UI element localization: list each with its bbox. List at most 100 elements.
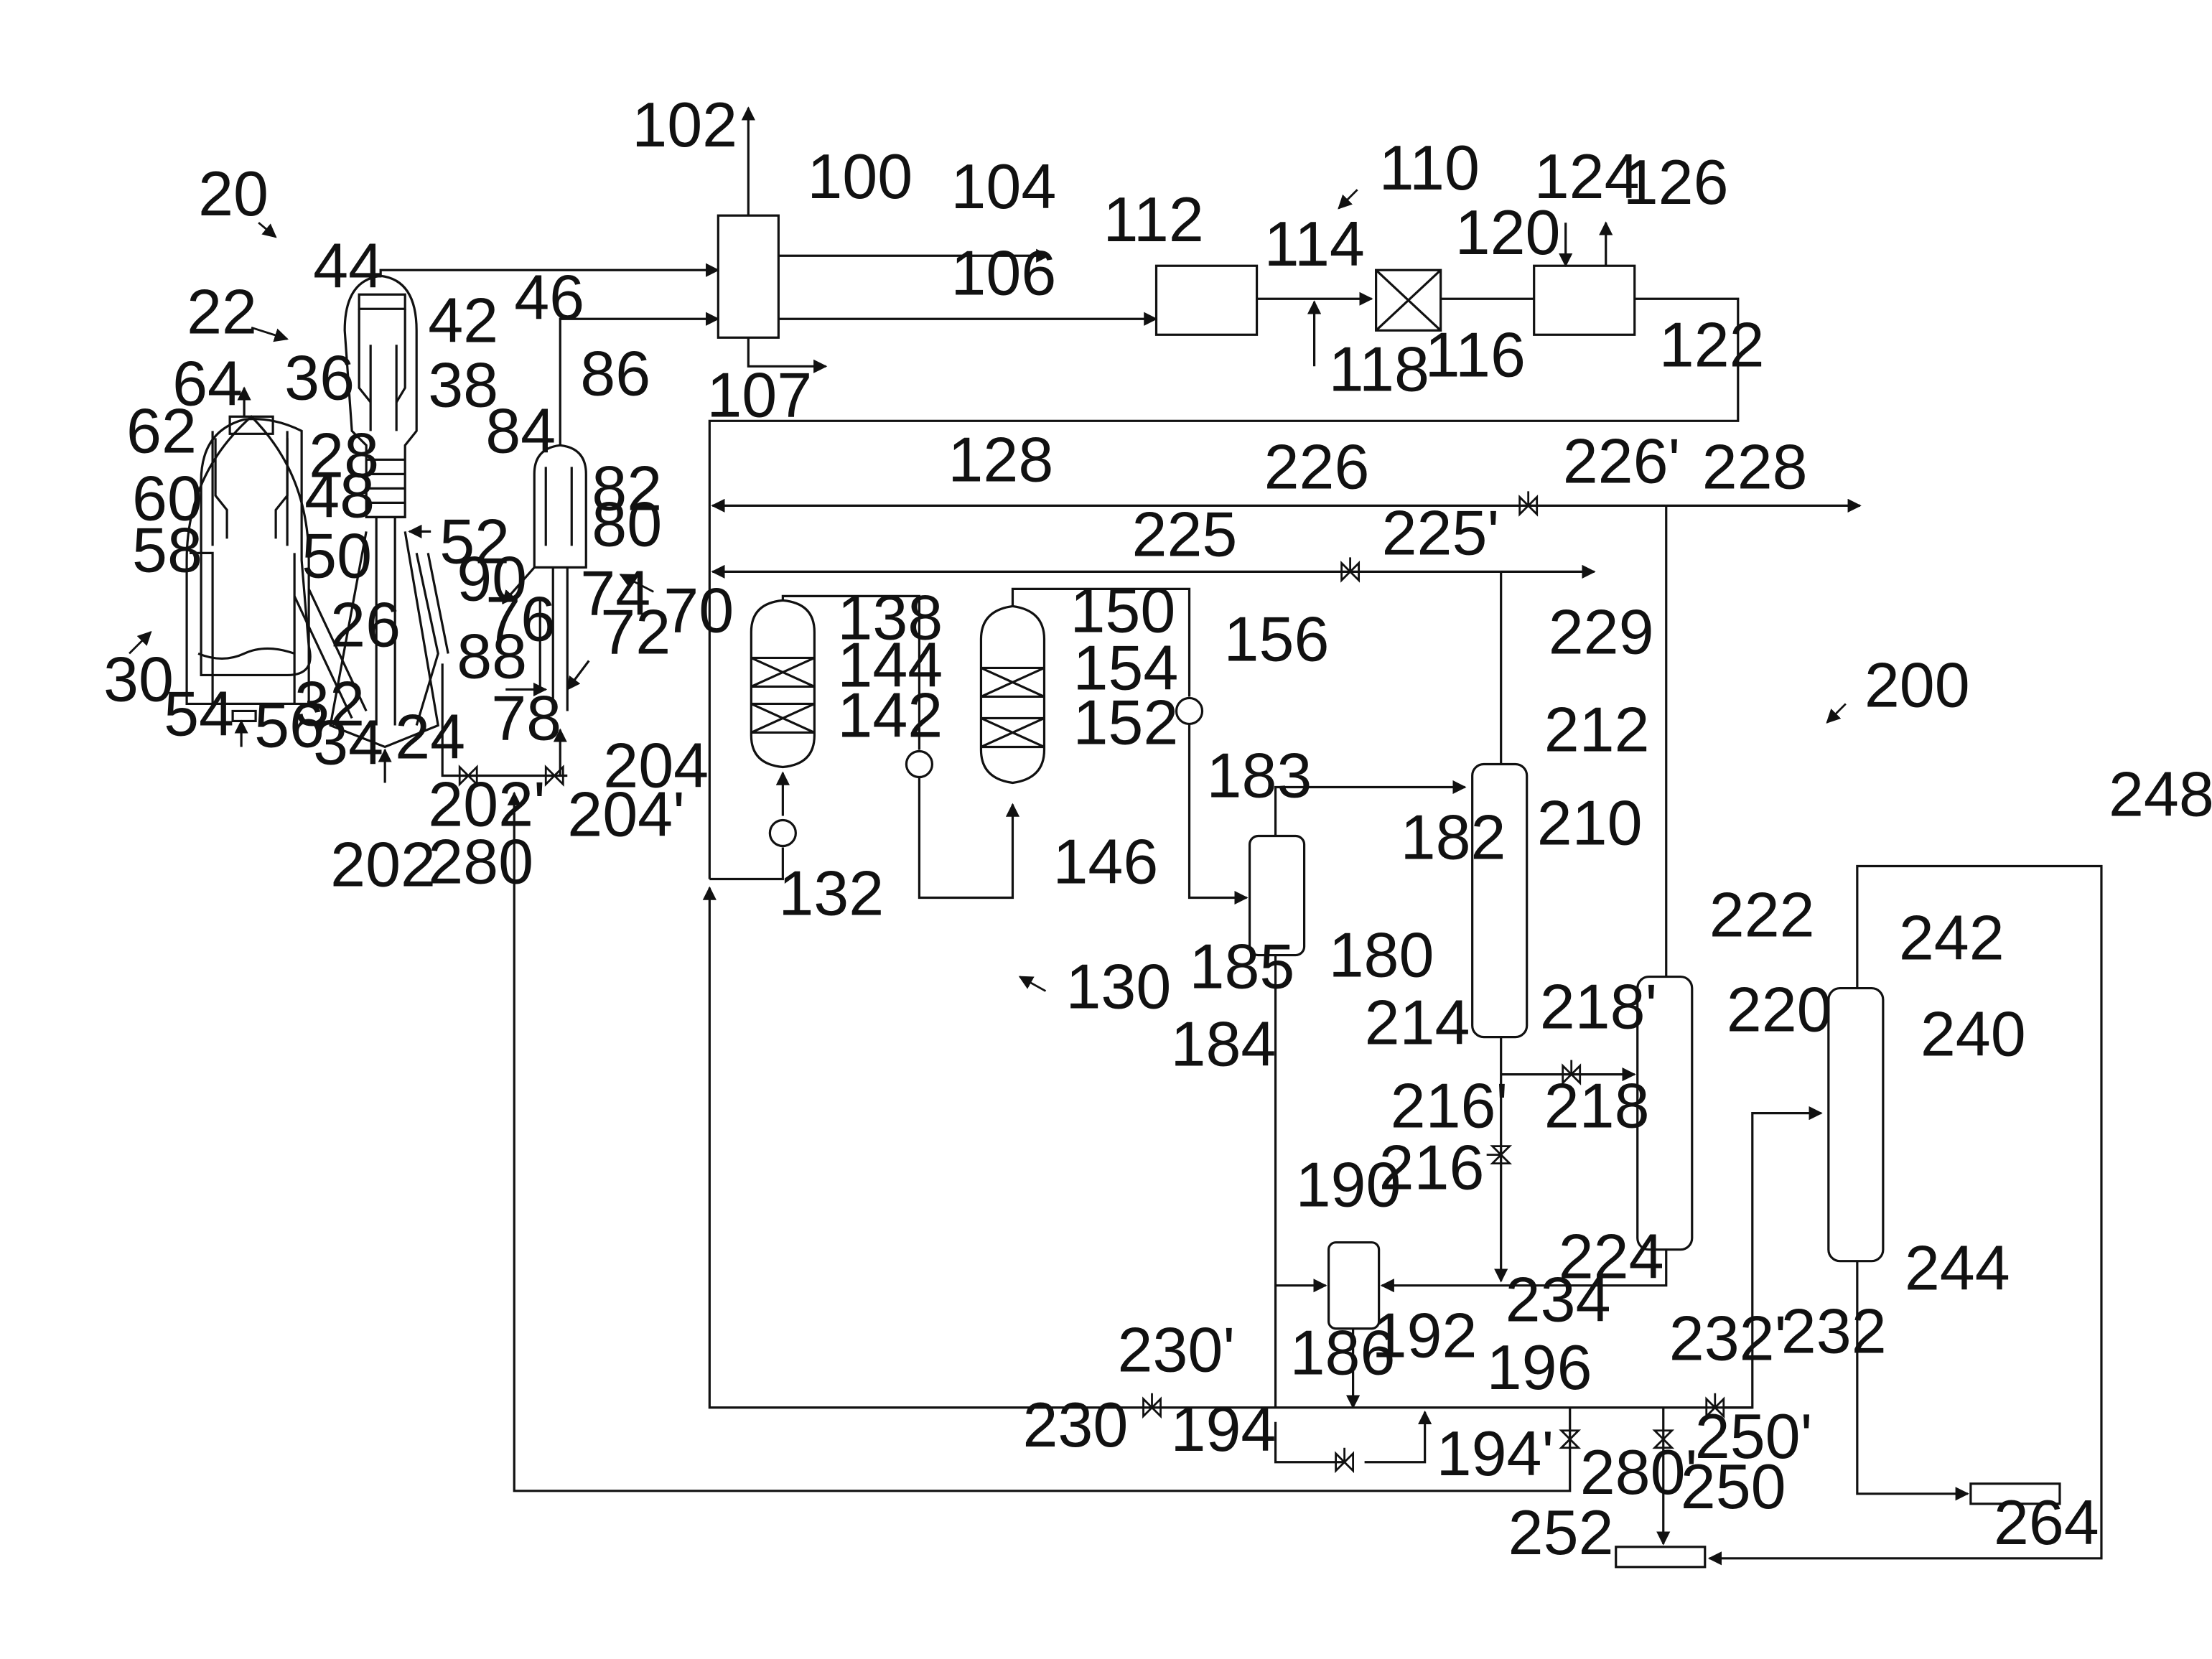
reference-numeral-232: 232 bbox=[1781, 1296, 1887, 1367]
heat-exchanger-132 bbox=[770, 820, 795, 846]
reference-numeral-225-prime: 225' bbox=[1382, 497, 1500, 568]
reference-numeral-46: 46 bbox=[514, 261, 584, 332]
reference-numeral-216: 216 bbox=[1379, 1132, 1485, 1203]
reference-numeral-110: 110 bbox=[1379, 132, 1480, 203]
reference-numeral-194-prime: 194' bbox=[1437, 1418, 1554, 1489]
main-fractionator bbox=[718, 215, 778, 337]
reference-numeral-20: 20 bbox=[198, 158, 269, 229]
reference-numeral-264: 264 bbox=[1994, 1487, 2099, 1558]
reference-numeral-26: 26 bbox=[330, 589, 401, 660]
reference-numeral-250-prime: 250' bbox=[1695, 1401, 1813, 1472]
product-252 bbox=[1616, 1547, 1705, 1567]
reference-numeral-50: 50 bbox=[302, 520, 372, 591]
reference-numeral-210: 210 bbox=[1537, 788, 1643, 859]
reference-numeral-90: 90 bbox=[457, 543, 527, 614]
reference-arrow-icon bbox=[1827, 704, 1846, 722]
reference-numeral-44: 44 bbox=[313, 230, 383, 301]
line-72 bbox=[567, 660, 589, 689]
reference-numeral-202: 202 bbox=[330, 829, 436, 900]
reference-numeral-42: 42 bbox=[428, 284, 498, 355]
reference-numeral-280-prime: 280' bbox=[1580, 1436, 1698, 1508]
reference-numeral-232-prime: 232' bbox=[1669, 1303, 1787, 1374]
reference-numeral-74: 74 bbox=[580, 557, 650, 628]
reference-numeral-242: 242 bbox=[1899, 902, 2005, 973]
reference-numeral-56: 56 bbox=[254, 689, 325, 760]
reference-numeral-132: 132 bbox=[778, 858, 884, 929]
reference-numeral-225: 225 bbox=[1132, 498, 1238, 569]
reference-numeral-230: 230 bbox=[1022, 1389, 1128, 1460]
reference-numeral-122: 122 bbox=[1659, 309, 1765, 380]
reference-numeral-114: 114 bbox=[1264, 208, 1365, 279]
line-194-out bbox=[1365, 1412, 1425, 1462]
reference-numeral-234: 234 bbox=[1506, 1264, 1611, 1335]
reference-arrow-icon bbox=[1019, 977, 1045, 991]
reference-numeral-240: 240 bbox=[1921, 999, 2026, 1070]
secondary-reactor-vessel bbox=[534, 445, 586, 711]
reference-numeral-214: 214 bbox=[1365, 987, 1470, 1058]
reference-numeral-70: 70 bbox=[663, 574, 734, 645]
reference-numeral-78: 78 bbox=[491, 682, 561, 753]
reference-numeral-229: 229 bbox=[1549, 596, 1654, 667]
vessel-122 bbox=[1534, 266, 1635, 335]
reference-numeral-36: 36 bbox=[284, 342, 355, 413]
reference-numeral-185: 185 bbox=[1190, 931, 1295, 1002]
reference-numeral-107: 107 bbox=[706, 359, 812, 430]
reference-numeral-118: 118 bbox=[1329, 333, 1429, 404]
reference-numeral-126: 126 bbox=[1623, 146, 1729, 218]
reference-numeral-230-prime: 230' bbox=[1118, 1314, 1236, 1385]
valve-216-prime-icon[interactable] bbox=[1487, 1146, 1510, 1164]
reference-numeral-102: 102 bbox=[632, 89, 737, 160]
reference-numeral-130: 130 bbox=[1065, 951, 1171, 1022]
reactor-150 bbox=[981, 606, 1044, 782]
reference-numeral-212: 212 bbox=[1544, 693, 1650, 765]
reference-numeral-183: 183 bbox=[1207, 739, 1312, 810]
reference-numeral-100: 100 bbox=[807, 141, 913, 212]
reference-numeral-112: 112 bbox=[1103, 184, 1203, 255]
reference-numeral-88: 88 bbox=[457, 620, 527, 691]
heat-exchanger-146a bbox=[906, 751, 932, 777]
reference-numeral-280: 280 bbox=[428, 826, 533, 897]
reference-numeral-54: 54 bbox=[164, 678, 234, 749]
reference-numeral-180: 180 bbox=[1329, 920, 1434, 991]
reference-arrow-icon bbox=[1339, 190, 1358, 208]
reference-numeral-226: 226 bbox=[1264, 431, 1370, 502]
reference-numeral-218-prime: 218' bbox=[1540, 971, 1658, 1042]
reference-numeral-216-prime: 216' bbox=[1391, 1070, 1508, 1141]
reference-labels: 2022242628303234363842444648505254565860… bbox=[103, 89, 2212, 1568]
reference-numeral-194: 194 bbox=[1171, 1393, 1277, 1464]
reference-numeral-144: 144 bbox=[837, 629, 943, 700]
line-132 bbox=[709, 848, 783, 879]
valve-194-prime-icon[interactable] bbox=[1336, 1448, 1353, 1471]
column-240 bbox=[1829, 989, 1883, 1261]
reference-numeral-200: 200 bbox=[1865, 649, 1970, 720]
reference-numeral-192: 192 bbox=[1372, 1300, 1478, 1371]
regenerator-vessel bbox=[187, 416, 310, 721]
reactor-138 bbox=[751, 600, 814, 767]
reference-numeral-228: 228 bbox=[1702, 431, 1808, 502]
reference-numeral-182: 182 bbox=[1401, 802, 1506, 873]
line-146 bbox=[919, 777, 1012, 897]
reference-numeral-156: 156 bbox=[1224, 603, 1330, 674]
reference-numeral-128: 128 bbox=[948, 424, 1053, 495]
reference-numeral-106: 106 bbox=[951, 237, 1056, 308]
reference-numeral-222: 222 bbox=[1709, 879, 1815, 950]
reference-numeral-218: 218 bbox=[1544, 1070, 1650, 1141]
reference-numeral-116: 116 bbox=[1425, 319, 1526, 390]
vessel-112 bbox=[1157, 266, 1257, 335]
reference-numeral-248: 248 bbox=[2109, 758, 2212, 829]
reference-numeral-244: 244 bbox=[1905, 1233, 2010, 1304]
reference-numeral-104: 104 bbox=[951, 151, 1056, 222]
reference-numeral-146: 146 bbox=[1053, 826, 1158, 897]
reference-numeral-226-prime: 226' bbox=[1563, 425, 1681, 496]
reference-numeral-184: 184 bbox=[1171, 1009, 1277, 1080]
reference-numeral-22: 22 bbox=[187, 276, 257, 347]
heat-exchanger-156 bbox=[1177, 698, 1203, 724]
valve-230-prime-icon[interactable] bbox=[1144, 1393, 1161, 1416]
reference-numeral-24: 24 bbox=[395, 701, 465, 772]
reference-numeral-60: 60 bbox=[132, 462, 202, 533]
valve-225-prime-icon[interactable] bbox=[1342, 557, 1359, 580]
reference-numeral-64: 64 bbox=[172, 347, 243, 419]
valve-226-prime-icon[interactable] bbox=[1520, 491, 1537, 514]
reference-numeral-82: 82 bbox=[592, 452, 662, 523]
